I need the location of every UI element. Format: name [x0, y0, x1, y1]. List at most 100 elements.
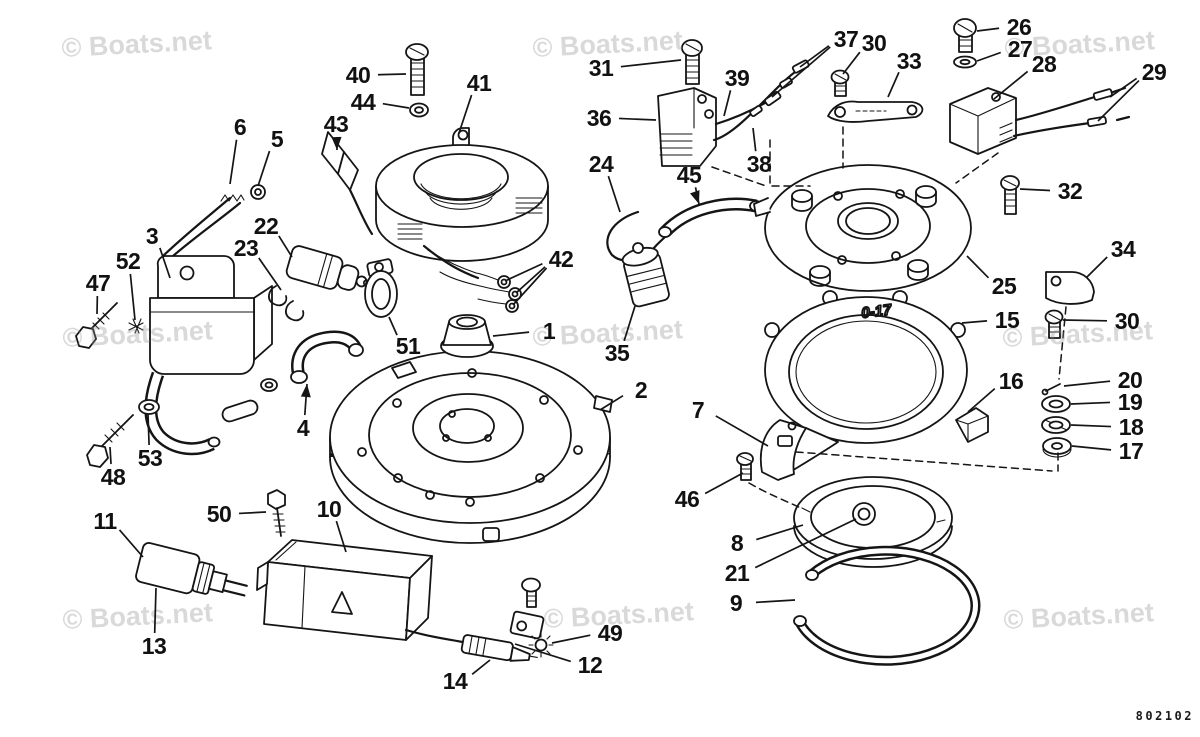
washer-53 — [138, 399, 160, 415]
callout-2: 2 — [599, 377, 648, 411]
svg-text:12: 12 — [578, 652, 603, 678]
wire-loom-43 — [321, 131, 374, 236]
washer-17 — [1042, 437, 1072, 458]
callout-11: 11 — [93, 508, 144, 558]
svg-text:13: 13 — [142, 633, 167, 659]
svg-text:19: 19 — [1118, 389, 1143, 415]
part-code: 802102 — [1136, 709, 1194, 723]
callout-30: 30 — [1062, 308, 1140, 334]
callout-33: 33 — [887, 48, 922, 98]
svg-text:40: 40 — [346, 62, 371, 88]
watermark-text: © Boats.net — [1003, 597, 1155, 635]
svg-text:9: 9 — [730, 590, 742, 616]
callout-5: 5 — [257, 126, 284, 187]
callout-7: 7 — [692, 397, 769, 447]
dashed-alignment-lines — [711, 126, 1067, 510]
connector-11 — [135, 542, 248, 597]
bolt-47 — [75, 302, 118, 349]
retainer-clips — [268, 285, 305, 322]
coil-28 — [949, 86, 1131, 155]
svg-text:29: 29 — [1142, 59, 1167, 85]
callout-47: 47 — [86, 270, 111, 315]
svg-text:8: 8 — [731, 530, 744, 556]
star-washer-49 — [528, 632, 554, 658]
callout-8: 8 — [731, 524, 804, 556]
watermark-text: © Boats.net — [61, 25, 213, 63]
callout-20: 20 — [1063, 367, 1143, 393]
line-art-drawing: 0-17 — [75, 18, 1131, 666]
callout-25: 25 — [966, 255, 1017, 299]
callout-10: 10 — [317, 496, 347, 553]
callout-46: 46 — [675, 472, 744, 512]
callout-40: 40 — [346, 62, 407, 88]
svg-text:27: 27 — [1008, 36, 1033, 62]
callout-21: 21 — [725, 518, 857, 586]
callout-12: 12 — [514, 643, 603, 678]
screw-26 — [953, 18, 977, 53]
callout-3: 3 — [146, 223, 171, 279]
support-plate — [793, 476, 953, 568]
svg-text:51: 51 — [396, 333, 421, 359]
callout-45: 45 — [677, 162, 702, 205]
stator — [375, 127, 549, 280]
callout-26: 26 — [976, 14, 1032, 40]
callout-32: 32 — [1019, 178, 1083, 204]
callout-24: 24 — [589, 151, 621, 213]
callout-6: 6 — [229, 114, 247, 185]
retaining-ring — [793, 545, 981, 666]
bolt-50 — [267, 489, 286, 537]
bolt-48 — [86, 414, 134, 468]
svg-text:37: 37 — [834, 26, 859, 52]
svg-text:47: 47 — [86, 270, 111, 296]
svg-text:14: 14 — [443, 668, 468, 694]
svg-text:6: 6 — [234, 114, 246, 140]
lock-washer-18 — [1041, 416, 1071, 434]
callout-49: 49 — [551, 620, 623, 646]
svg-text:7: 7 — [692, 397, 704, 423]
callout-53: 53 — [138, 413, 163, 471]
svg-text:49: 49 — [598, 620, 623, 646]
svg-text:2: 2 — [635, 377, 647, 403]
svg-text:26: 26 — [1007, 14, 1032, 40]
svg-text:15: 15 — [995, 307, 1020, 333]
svg-text:44: 44 — [351, 89, 376, 115]
callout-layer: 1234567891011121314151617181920212223242… — [86, 14, 1167, 694]
callout-43: 43 — [324, 111, 349, 151]
link-33 — [827, 100, 924, 123]
screw-31 — [681, 39, 703, 85]
svg-text:3: 3 — [146, 223, 158, 249]
ignition-coil — [144, 184, 273, 456]
svg-text:21: 21 — [725, 560, 750, 586]
callout-28: 28 — [993, 51, 1057, 100]
screw-and-bracket-12 — [509, 577, 545, 640]
clamp-51 — [364, 258, 398, 318]
screw-32 — [1000, 175, 1020, 215]
callout-9: 9 — [730, 590, 796, 616]
flywheel-nut — [440, 314, 494, 358]
callout-36: 36 — [587, 105, 657, 131]
screw-40 — [405, 43, 429, 96]
washer-19 — [1041, 395, 1071, 413]
screw-30-top — [830, 69, 850, 97]
svg-text:25: 25 — [992, 273, 1017, 299]
callout-48: 48 — [101, 446, 126, 490]
svg-text:30: 30 — [862, 30, 887, 56]
callout-17: 17 — [1071, 438, 1144, 464]
screw-30-right — [1044, 309, 1064, 339]
svg-text:16: 16 — [999, 368, 1024, 394]
pin-20 — [1041, 383, 1061, 396]
svg-text:53: 53 — [138, 445, 163, 471]
svg-text:42: 42 — [549, 246, 574, 272]
svg-text:52: 52 — [116, 248, 141, 274]
screw-46 — [736, 452, 754, 481]
callout-50: 50 — [207, 501, 267, 527]
callout-39: 39 — [723, 65, 750, 117]
svg-text:46: 46 — [675, 486, 700, 512]
callout-37: 37 — [771, 26, 859, 98]
svg-text:48: 48 — [101, 464, 126, 490]
callout-23: 23 — [234, 235, 282, 291]
cam-7 — [759, 419, 807, 481]
callout-38: 38 — [747, 127, 772, 177]
flywheel — [329, 350, 613, 544]
svg-text:38: 38 — [747, 151, 772, 177]
